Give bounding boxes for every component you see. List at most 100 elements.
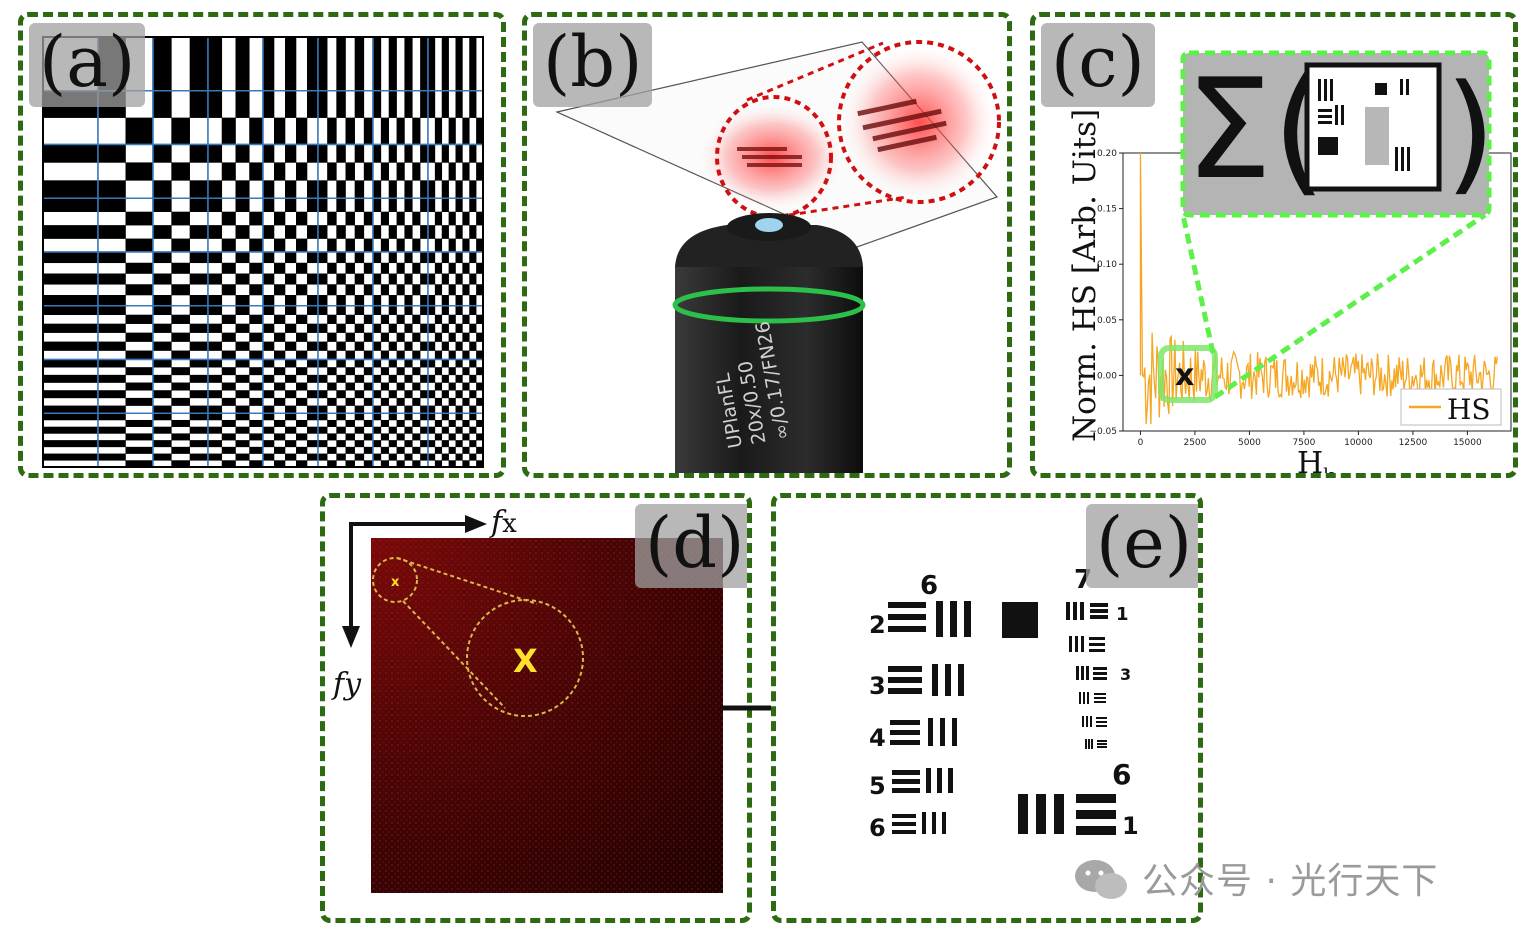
x-tick-label: 2500 [1183,438,1206,448]
inset-target-bars [1318,79,1410,171]
pattern-cell [427,197,484,253]
element-number-3: 3 [869,672,886,700]
pattern-cell [152,358,209,414]
pattern-cell [97,251,154,307]
pattern-cell [262,358,319,414]
y-tick-label: 0.10 [1097,260,1117,270]
panel-c-label: (c) [1041,23,1155,107]
pattern-cell [97,412,154,468]
wechat-icon [1075,860,1127,899]
pattern-cell [97,305,154,361]
pattern-cell [152,90,209,146]
panel-b: UPlanFL 20x/0.50 ∞/0.17/FN26 (b) [522,12,1012,478]
x-tick-label: 15000 [1453,438,1482,448]
legend-hs: HS [1447,393,1491,426]
panel-d-label: (d) [635,504,747,588]
illumination-spot-large [839,42,999,202]
element-number-6: 6 [869,814,886,842]
zoom-line-top [746,41,884,102]
pattern-cell [262,412,319,468]
hs-line [1139,152,1499,425]
pattern-cell [152,251,209,307]
x-tick-label: 10000 [1344,438,1373,448]
pattern-cell [152,412,209,468]
pattern-cell [262,90,319,146]
zoom-circle-large [466,599,584,717]
panel-d: x X fx fy (d) [320,493,752,923]
element-group-bottom: 6 1 [1018,758,1139,840]
zoom-line-right [1213,212,1487,400]
pattern-cell [42,143,99,199]
pattern-cell [207,197,264,253]
pattern-cell [42,251,99,307]
pattern-cell [152,197,209,253]
pattern-cell [427,90,484,146]
fourier-spectrum-image: x X fx fy [331,505,723,893]
pattern-cell [427,358,484,414]
fx-label: fx [489,505,517,540]
pattern-cell [262,197,319,253]
hs-series [1139,152,1499,425]
pattern-cell [427,412,484,468]
zoom-line-top [396,557,538,605]
pattern-cell [317,36,374,92]
element-number-2: 2 [869,611,886,639]
pattern-cell [152,305,209,361]
pattern-cell [262,36,319,92]
y-axis-label: Norm. HS [Arb. Uits] [1067,109,1103,442]
pattern-cell [42,197,99,253]
group-number-bottom: 6 [1112,758,1131,791]
pattern-cell [317,358,374,414]
pattern-cell [427,36,484,92]
pattern-cell [372,36,429,92]
element-group-left: 2 3 4 5 6 [869,601,971,842]
highlight-box [1158,345,1218,403]
pattern-cell [372,358,429,414]
sum-inset: Σ( ) [1180,49,1496,218]
pattern-cell [317,251,374,307]
marker-small: x [391,575,400,590]
element-group-right: 1 3 [1066,602,1131,749]
element-number-bottom-1: 1 [1122,812,1139,840]
hadamard-pattern-grid [42,36,484,468]
pattern-cell [372,143,429,199]
pattern-cell [207,251,264,307]
grid-border [42,36,484,468]
x-tick-label: 0 [1138,438,1144,448]
x-tick-label: 12500 [1399,438,1428,448]
pattern-cell [207,305,264,361]
microscope-illustration: UPlanFL 20x/0.50 ∞/0.17/FN26 [555,40,1001,473]
x-tick-label: 5000 [1238,438,1261,448]
reconstructed-usaf-target: 6 7 2 3 4 5 6 1 [869,565,1139,842]
panel-e: 6 7 2 3 4 5 6 1 [771,493,1203,923]
group-number-top: 6 [920,571,938,601]
x-axis-label-main: H [1297,446,1323,473]
y-tick-label: 0.05 [1097,316,1117,326]
pattern-cell [427,305,484,361]
solid-square [1002,602,1038,638]
pattern-cell [317,197,374,253]
panel-e-label: (e) [1086,504,1198,588]
pattern-cell [372,412,429,468]
zoom-line-left [1180,214,1216,354]
element-number-right-3: 3 [1120,665,1131,684]
y-tick-label: −0.05 [1089,427,1117,437]
element-number-4: 4 [869,724,886,752]
marker-large: X [513,642,538,680]
pattern-cell [152,36,209,92]
pattern-cell [97,143,154,199]
close-paren: ) [1445,56,1496,208]
pattern-cell [317,305,374,361]
y-tick-label: 0.15 [1097,205,1117,215]
panel-a-label: (a) [29,23,146,107]
element-number-right-1: 1 [1116,604,1129,625]
pattern-cell [317,143,374,199]
pattern-cell [97,358,154,414]
zoom-circle-small [372,557,418,603]
inset-target-image [1304,62,1442,192]
sample-pattern-small [737,147,802,167]
pattern-cell [372,251,429,307]
